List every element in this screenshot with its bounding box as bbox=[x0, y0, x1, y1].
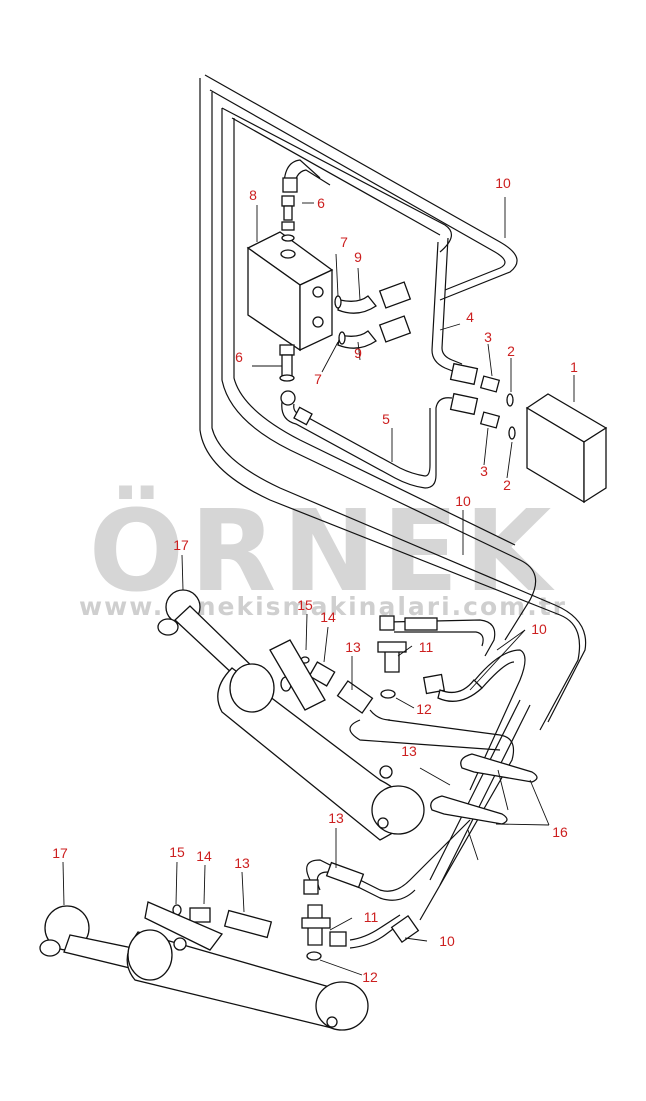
cylinder-lower bbox=[39, 905, 369, 1031]
fittings-top bbox=[279, 159, 426, 489]
callout-8: 8 bbox=[249, 187, 257, 203]
callout-4: 4 bbox=[466, 309, 474, 325]
callout-7-lower: 7 bbox=[314, 371, 322, 387]
callout-15-lower: 15 bbox=[169, 844, 185, 860]
callout-14-lower: 14 bbox=[196, 848, 212, 864]
pump-block bbox=[525, 393, 608, 504]
callout-9-lower: 9 bbox=[354, 345, 362, 361]
callouts: 1 2 2 3 3 4 5 6 6 7 7 8 9 9 10 10 10 10 … bbox=[52, 175, 578, 985]
callout-10-top: 10 bbox=[495, 175, 511, 191]
leader-lines bbox=[62, 197, 575, 976]
callout-9-upper: 9 bbox=[354, 249, 362, 265]
callout-11-lower: 11 bbox=[364, 909, 379, 925]
cylinder-upper bbox=[157, 589, 425, 841]
callout-16: 16 bbox=[552, 824, 568, 840]
callout-13-c: 13 bbox=[328, 810, 344, 826]
callout-14-upper: 14 bbox=[320, 609, 336, 625]
callout-10-bottom: 10 bbox=[439, 933, 455, 949]
callout-3-lower: 3 bbox=[480, 463, 488, 479]
callout-13-d: 13 bbox=[234, 855, 250, 871]
callout-17-upper: 17 bbox=[173, 537, 189, 553]
callout-10-right: 10 bbox=[531, 621, 547, 637]
callout-5: 5 bbox=[382, 411, 390, 427]
callout-15-upper: 15 bbox=[297, 597, 313, 613]
callout-3-upper: 3 bbox=[484, 329, 492, 345]
callout-13-b: 13 bbox=[401, 743, 417, 759]
callout-11-upper: 11 bbox=[419, 639, 434, 655]
hose-pipes-mid bbox=[424, 237, 516, 489]
outer-pipe-loop bbox=[199, 74, 587, 731]
callout-1: 1 bbox=[570, 359, 578, 375]
callout-6-upper: 6 bbox=[317, 195, 325, 211]
pipe-clamps bbox=[430, 753, 538, 861]
callout-12-upper: 12 bbox=[416, 701, 432, 717]
valve-block bbox=[246, 231, 334, 352]
fittings-lower bbox=[144, 861, 420, 961]
fittings-middle bbox=[300, 615, 483, 721]
callout-10-middle: 10 bbox=[455, 493, 471, 509]
watermark-url: www.ornekismakinalari.com.tr bbox=[79, 592, 567, 621]
callout-2-upper: 2 bbox=[507, 343, 515, 359]
watermark: ÖRNEK www.ornekismakinalari.com.tr bbox=[79, 486, 567, 621]
callout-2-lower: 2 bbox=[503, 477, 511, 493]
callout-17-lower: 17 bbox=[52, 845, 68, 861]
watermark-brand: ÖRNEK bbox=[89, 486, 557, 617]
callout-6-lower: 6 bbox=[235, 349, 243, 365]
callout-7-upper: 7 bbox=[340, 234, 348, 250]
callout-13-a: 13 bbox=[345, 639, 361, 655]
callout-12-lower: 12 bbox=[362, 969, 378, 985]
